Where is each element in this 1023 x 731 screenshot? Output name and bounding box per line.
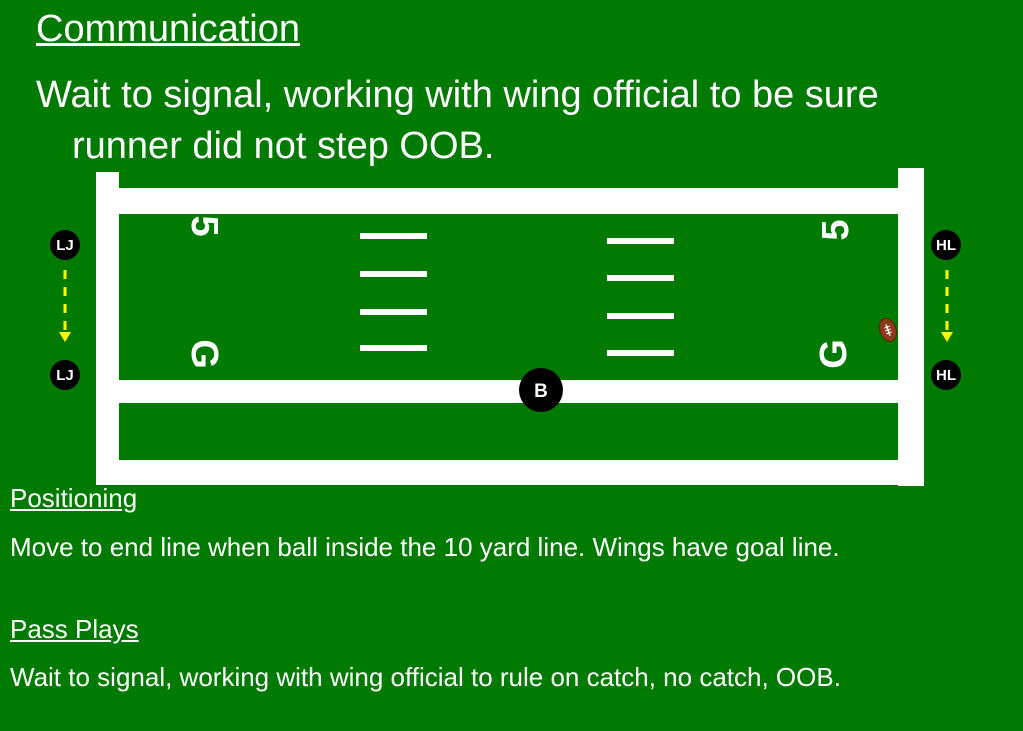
back-judge-marker: B <box>519 368 563 412</box>
slide-intro-text: Wait to signal, working with wing offici… <box>36 74 879 167</box>
slide-title: Communication <box>36 8 300 50</box>
line-judge-start-label: LJ <box>56 237 74 254</box>
head-linesman-end-label: HL <box>936 367 956 384</box>
pass-plays-text: Wait to signal, working with wing offici… <box>10 662 841 692</box>
goal-letter-left: G <box>183 339 225 369</box>
hash-marks-right <box>607 238 674 356</box>
football-icon <box>878 317 898 343</box>
line-judge-end-label: LJ <box>56 367 74 384</box>
head-linesman-start-label: HL <box>936 237 956 254</box>
line-judge-motion-arrow <box>59 270 71 342</box>
line-judge-end-marker: LJ <box>50 360 80 390</box>
head-linesman-start-marker: HL <box>931 230 961 260</box>
yard-number-right: 5 <box>815 219 857 240</box>
positioning-text: Move to end line when ball inside the 10… <box>10 532 840 562</box>
right-sideline <box>898 168 924 486</box>
goal-letter-right: G <box>813 339 855 369</box>
left-sideline <box>96 172 119 485</box>
positioning-heading: Positioning <box>10 483 138 513</box>
bottom-line <box>96 460 924 485</box>
line-judge-start-marker: LJ <box>50 230 80 260</box>
pass-plays-heading: Pass Plays <box>10 614 139 644</box>
hash-marks-left <box>360 233 427 351</box>
yard-number-left: 5 <box>183 215 225 236</box>
head-linesman-end-marker: HL <box>931 360 961 390</box>
goal-line <box>96 380 924 403</box>
end-line <box>96 188 924 214</box>
back-judge-label: B <box>534 381 548 402</box>
head-linesman-motion-arrow <box>941 270 953 342</box>
